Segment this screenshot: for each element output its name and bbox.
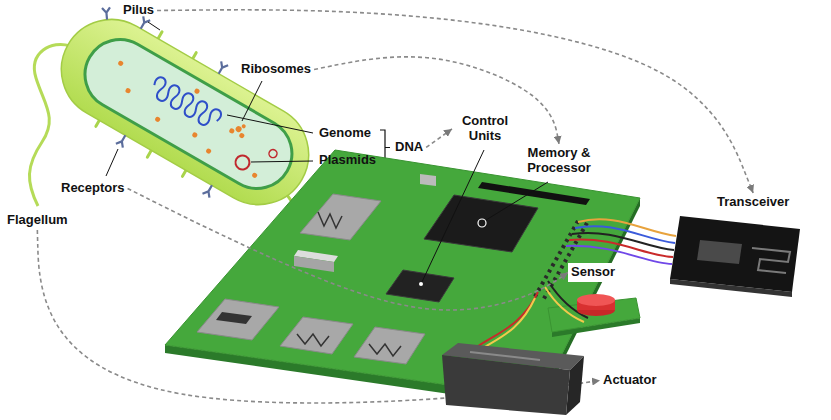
ribosome-dot <box>251 172 258 179</box>
label-text: Sensor <box>571 265 615 280</box>
label-text: Flagellum <box>7 213 68 228</box>
cytoplasm <box>72 27 304 202</box>
leader-line <box>148 22 160 30</box>
receptor-symbol <box>102 7 111 20</box>
part-label: Sensor <box>568 263 618 282</box>
genome-coil <box>148 75 223 130</box>
mapping-arrow <box>426 129 452 148</box>
part-label: Receptors <box>58 179 128 198</box>
part-label: Transceiver <box>714 193 792 212</box>
label-text: DNA <box>395 140 423 155</box>
ribosome-dot <box>125 87 132 94</box>
control-chip <box>386 270 454 302</box>
wire <box>476 298 535 353</box>
ribosome-dot <box>205 148 212 155</box>
ribosome-dot <box>194 88 201 95</box>
actuator-box <box>442 355 570 415</box>
leader-dot <box>419 282 423 286</box>
sensor-cap <box>577 294 615 306</box>
label-text: Receptors <box>61 181 125 196</box>
leader-line <box>486 182 548 220</box>
pin-header <box>533 221 578 300</box>
part-label: DNA <box>392 138 426 157</box>
ribosome-dot <box>117 60 124 67</box>
wire <box>569 239 673 257</box>
label-text: Control Units <box>455 114 515 144</box>
plasmid-ring <box>268 148 279 159</box>
part-label: Genome <box>316 124 374 143</box>
actuator-slot <box>470 352 540 360</box>
wire <box>470 292 538 352</box>
label-text: Memory & Processor <box>519 146 599 176</box>
actuator-side <box>566 356 584 415</box>
plasmid-ring <box>233 153 252 172</box>
chip-mark <box>478 219 486 227</box>
ribosome-dot <box>154 116 161 123</box>
wire <box>566 246 672 264</box>
transceiver-chip <box>697 240 742 264</box>
component <box>300 194 381 240</box>
component-mark <box>216 312 252 324</box>
mapping-arrow <box>128 188 568 310</box>
component <box>197 299 279 340</box>
component <box>354 327 425 364</box>
ribosome-dot <box>238 132 245 139</box>
part-label: Actuator <box>600 371 659 390</box>
label-text: Transceiver <box>717 195 789 210</box>
part-label: Control Units <box>452 112 518 146</box>
receptor-symbol <box>116 133 129 147</box>
label-text: Ribosomes <box>241 62 311 77</box>
part-label: Ribosomes <box>238 60 314 79</box>
leader-line <box>251 161 313 162</box>
transceiver-board <box>670 216 800 292</box>
mapping-arrow <box>314 57 559 144</box>
receptor-symbol <box>137 16 150 30</box>
leader-line <box>106 149 118 176</box>
receptor-symbol <box>202 183 215 197</box>
component-mark <box>297 334 329 346</box>
processor-chip <box>424 195 538 252</box>
receptor-symbol <box>215 61 228 75</box>
mapping-arrow <box>157 10 753 193</box>
component <box>280 317 353 354</box>
antenna-trace <box>752 248 790 273</box>
leader-line <box>242 81 262 121</box>
part-label: Pilus <box>120 1 157 20</box>
ribosome-dot <box>228 128 235 135</box>
component-mark <box>369 344 401 356</box>
ribosome-dot <box>191 132 198 139</box>
component <box>420 174 436 186</box>
part-label: Flagellum <box>4 211 71 230</box>
cell-wall <box>43 1 327 223</box>
part-label: Memory & Processor <box>516 144 602 178</box>
ribosome-dot <box>241 124 246 129</box>
leader-line <box>227 115 313 133</box>
part-label: Plasmids <box>316 151 379 170</box>
label-text: Pilus <box>123 3 154 18</box>
label-text: Actuator <box>603 373 656 388</box>
leader-line <box>421 150 484 284</box>
bacterium <box>37 0 335 234</box>
ribosome-dot <box>235 125 243 133</box>
circuit-board <box>165 150 640 398</box>
component-mark <box>318 212 342 228</box>
